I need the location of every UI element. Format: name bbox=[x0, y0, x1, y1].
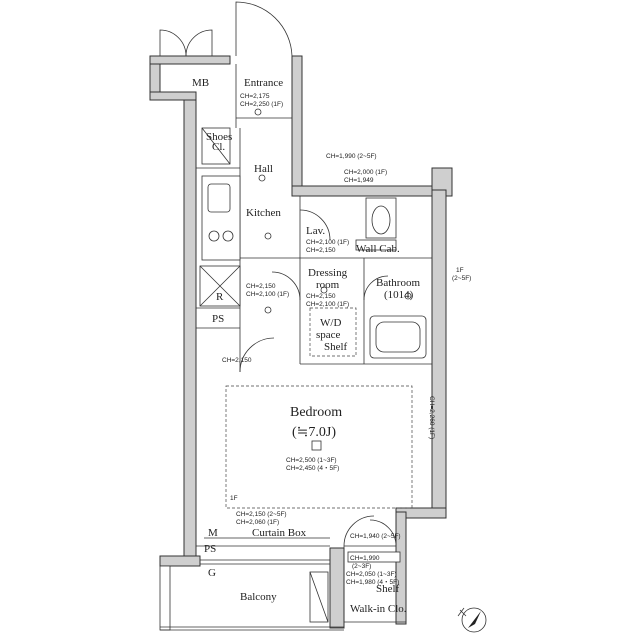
ch-dressing-2: CH=2,100 (1F) bbox=[306, 301, 349, 308]
m-label: M bbox=[208, 527, 218, 539]
north-arrow-icon bbox=[457, 607, 487, 633]
dressing-label: Dressing bbox=[308, 267, 348, 279]
hall-label: Hall bbox=[254, 163, 273, 175]
bathroom-size-label: (1014) bbox=[384, 289, 414, 301]
ch-hall-3: CH=1,949 bbox=[344, 177, 374, 184]
wd-space-label: space bbox=[316, 329, 341, 341]
stove-icon bbox=[208, 230, 234, 242]
balcony-label: Balcony bbox=[240, 591, 277, 603]
ceiling-light-icon bbox=[254, 108, 412, 451]
ch-bedroom-2: CH=2,450 (4・5F) bbox=[286, 465, 339, 472]
ch-walkin-4: CH=1,980 (4・5F) bbox=[346, 579, 399, 586]
ch-bed-low-1: CH=2,150 (2~5F) bbox=[236, 511, 287, 518]
ch-bed-low-2: CH=2,060 (1F) bbox=[236, 519, 279, 526]
wall-cab-label: Wall Cab. bbox=[356, 243, 400, 255]
ceiling-height-notes: CH=2,175 CH=2,250 (1F) CH=1,990 (2~5F) C… bbox=[222, 93, 471, 586]
ch-kitchen-1: CH=2,150 bbox=[246, 283, 276, 290]
walkin-label: Walk-in Clo. bbox=[350, 603, 407, 615]
ch-bath-2: (2~5F) bbox=[452, 275, 471, 282]
ps-label: PS bbox=[212, 313, 224, 325]
room-labels: MB Entrance Shoes Cl. Hall Kitchen Lav. … bbox=[192, 77, 420, 615]
bathtub-icon bbox=[369, 315, 427, 359]
ch-one-f: 1F bbox=[230, 495, 238, 502]
kitchen-label: Kitchen bbox=[246, 207, 281, 219]
shoes-label: Shoes bbox=[206, 131, 232, 143]
ch-walkin-1: CH=1,990 bbox=[350, 555, 380, 562]
ch-kitchen-2: CH=2,100 (1F) bbox=[246, 291, 289, 298]
ch-dressing-1: CH=2,150 bbox=[306, 293, 336, 300]
shelf-label: Shelf bbox=[324, 341, 348, 353]
lav-label: Lav. bbox=[306, 225, 325, 237]
bedroom-size-label: (≒7.0J) bbox=[292, 425, 336, 440]
ch-entrance-1: CH=2,175 bbox=[240, 93, 270, 100]
ch-walkin-2: (2~3F) bbox=[352, 563, 371, 570]
washbasin-icon bbox=[371, 205, 391, 235]
sink-icon bbox=[207, 183, 231, 213]
fixtures bbox=[199, 127, 427, 623]
ch-bath-1: 1F bbox=[456, 267, 464, 274]
ch-corridor: CH=2,150 bbox=[222, 357, 252, 364]
ch-bedroom-1: CH=2,500 (1~3F) bbox=[286, 457, 337, 464]
ch-hall-1: CH=1,990 (2~5F) bbox=[326, 153, 377, 160]
walls bbox=[149, 55, 453, 631]
g-label: G bbox=[208, 567, 216, 579]
bedroom-label: Bedroom bbox=[290, 405, 342, 420]
dressing-room-label: room bbox=[316, 279, 340, 291]
ch-side-vertical: CH=2,260 (1F) bbox=[428, 396, 435, 439]
bathroom-label: Bathroom bbox=[376, 277, 420, 289]
shoes-cl-label: Cl. bbox=[212, 141, 225, 153]
ch-walkin-3: CH=2,050 (1~3F) bbox=[346, 571, 397, 578]
mb-label: MB bbox=[192, 77, 209, 89]
wd-label: W/D bbox=[320, 317, 341, 329]
ch-bed-right: CH=1,940 (2~5F) bbox=[350, 533, 401, 540]
ps2-label: PS bbox=[204, 543, 216, 555]
shelf2-label: Shelf bbox=[376, 583, 400, 595]
ch-hall-2: CH=2,000 (1F) bbox=[344, 169, 387, 176]
doors bbox=[159, 1, 397, 547]
r-label: R bbox=[216, 291, 224, 303]
curtain-box-label: Curtain Box bbox=[252, 527, 307, 539]
entrance-label: Entrance bbox=[244, 77, 283, 89]
ch-lav-2: CH=2,150 bbox=[306, 247, 336, 254]
ch-lav-1: CH=2,100 (1F) bbox=[306, 239, 349, 246]
ch-entrance-2: CH=2,250 (1F) bbox=[240, 101, 283, 108]
